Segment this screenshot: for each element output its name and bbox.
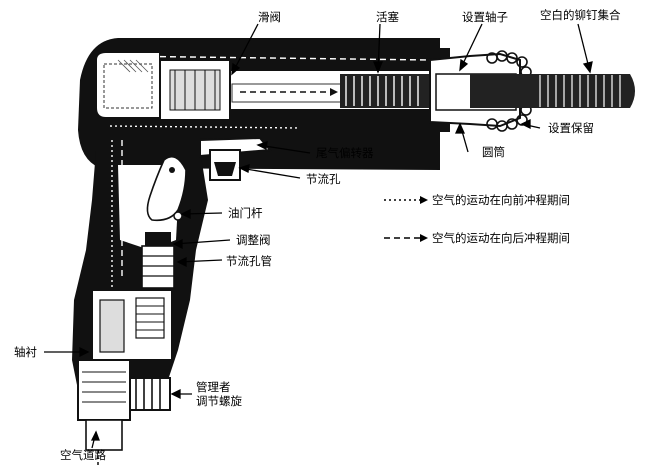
leader-lines — [44, 23, 593, 449]
label-regulator-line1: 管理者 — [196, 380, 231, 394]
label-throttle-hole: 节流孔 — [306, 172, 341, 186]
legend-forward — [384, 196, 428, 204]
label-exhaust-deflector: 尾气偏转器 — [316, 146, 374, 160]
label-adjusting-valve: 调整阀 — [236, 233, 271, 247]
exhaust-deflector — [199, 136, 272, 181]
label-rivet-set-assembly: 空白的铆钉集合 — [540, 8, 621, 22]
legend-forward-text: 空气的运动在向前冲程期间 — [432, 193, 570, 207]
regulator-screw — [129, 377, 171, 411]
rivet-set-rod — [470, 74, 635, 108]
legend-return — [384, 234, 428, 242]
air-inlet — [77, 359, 131, 466]
legend-return-text: 空气的运动在向后冲程期间 — [432, 231, 570, 245]
label-bushing: 轴衬 — [14, 345, 37, 359]
label-slide-valve: 滑阀 — [258, 10, 281, 24]
label-regulator-line2: 调节螺旋 — [196, 394, 242, 408]
valve-housing — [159, 59, 231, 121]
adjusting-valve — [141, 232, 175, 289]
label-air-passage: 空气道路 — [60, 448, 106, 462]
label-cylinder: 圆筒 — [482, 145, 505, 159]
handle-valve-assembly — [91, 289, 173, 361]
label-throttle-lever: 油门杆 — [228, 206, 263, 220]
label-set-sleeve: 设置轴子 — [462, 10, 508, 24]
label-piston: 活塞 — [376, 10, 399, 24]
label-throttle-tube: 节流孔管 — [226, 254, 272, 268]
throttle-lever — [146, 155, 187, 222]
label-set-retainer: 设置保留 — [548, 121, 594, 135]
piston-bore — [229, 69, 431, 111]
rear-chamber — [95, 51, 161, 119]
